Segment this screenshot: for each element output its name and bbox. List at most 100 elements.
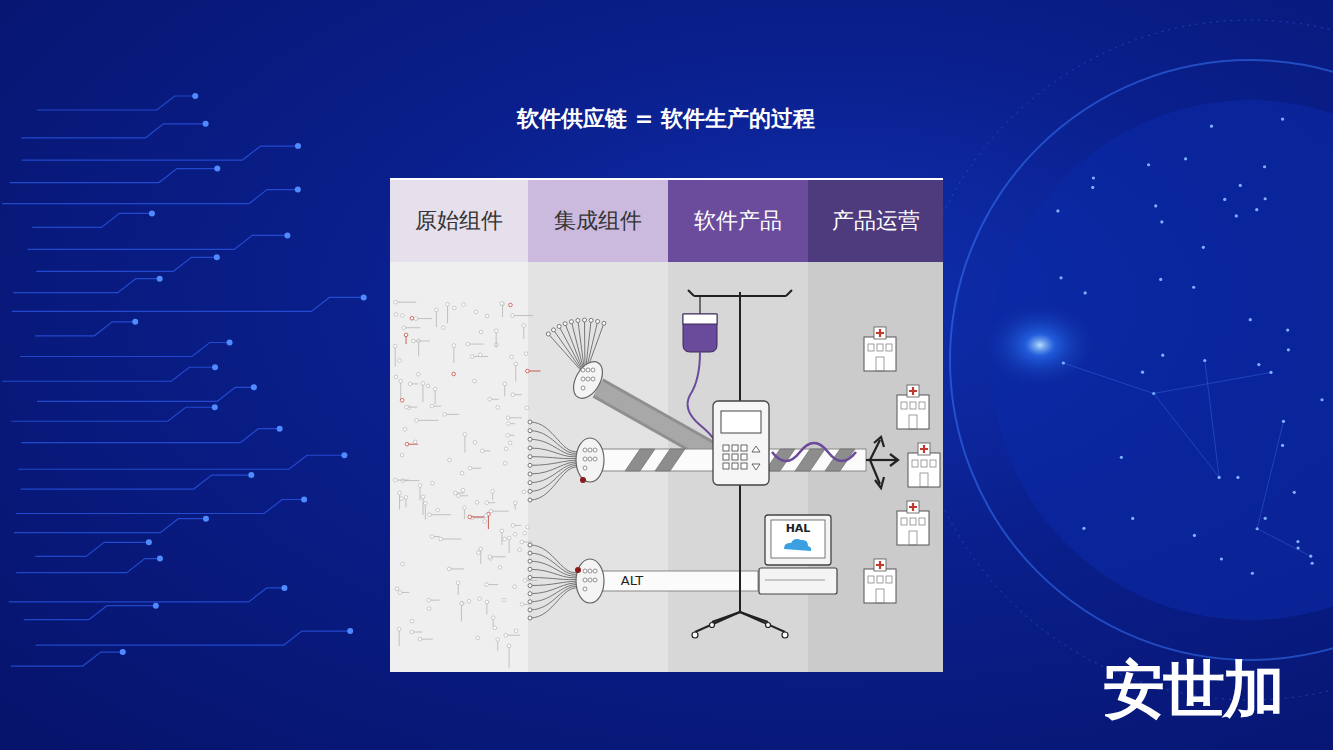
illustration-panel: [390, 262, 943, 672]
background-decoration: [1223, 198, 1226, 201]
background-decoration: [146, 539, 152, 545]
background-decoration: [18, 455, 344, 469]
illustration-panel: [528, 481, 532, 485]
illustration-panel: [506, 416, 510, 420]
illustration-panel: [449, 568, 464, 569]
illustration-panel: [866, 437, 898, 488]
illustration-panel: [468, 344, 484, 345]
illustration-panel: [462, 303, 466, 307]
illustration-panel: [771, 520, 825, 558]
illustration-panel: [530, 588, 582, 618]
illustration-panel: [509, 303, 513, 307]
background-decoration: [1297, 546, 1300, 549]
background-decoration: [1091, 186, 1094, 189]
illustration-panel: [712, 612, 740, 622]
illustration-panel: [920, 445, 928, 453]
illustration-panel: [591, 377, 595, 381]
illustration-panel: [625, 449, 655, 471]
illustration-panel: [528, 437, 532, 441]
illustration-panel: [530, 553, 582, 574]
illustration-panel: [426, 384, 430, 388]
illustration-panel: [401, 562, 405, 566]
illustration-panel: [921, 460, 927, 467]
illustration-panel: [588, 578, 592, 582]
illustration-panel: [530, 545, 582, 573]
background-decoration: [1264, 517, 1267, 520]
background-decoration: [1193, 534, 1196, 537]
background-decoration: [1257, 363, 1260, 366]
illustration-panel: [452, 372, 456, 376]
illustration-panel: [581, 377, 585, 381]
illustration-panel: [528, 472, 532, 476]
illustration-panel: [484, 514, 488, 518]
illustration-panel: [782, 632, 788, 638]
header-text: 集成组件: [554, 206, 642, 236]
illustration-panel: [420, 485, 421, 500]
illustration-panel: [460, 602, 464, 606]
background-decoration: [361, 294, 367, 300]
illustration-panel: [568, 357, 609, 603]
illustration-panel: [593, 578, 597, 582]
illustration-panel: [479, 547, 483, 551]
background-decoration: [214, 254, 220, 260]
illustration-panel: [741, 445, 747, 451]
illustration-panel: [485, 583, 489, 587]
illustration-panel: [511, 314, 515, 318]
illustration-panel: [400, 453, 404, 457]
illustration-panel: [910, 518, 916, 525]
illustration-panel: [414, 317, 418, 321]
illustration-panel: [513, 532, 517, 536]
illustration-panel: [930, 460, 936, 467]
illustration-panel: [596, 319, 600, 323]
illustration-panel: [400, 497, 404, 501]
illustration-panel: [688, 290, 792, 296]
illustration-panel: [602, 321, 606, 325]
illustration-panel: [741, 463, 747, 469]
illustration-panel: [395, 587, 399, 591]
illustration-panel: [507, 422, 511, 426]
background-decoration: [281, 585, 287, 591]
background-decoration: [1257, 529, 1311, 556]
background-decoration: [16, 559, 160, 573]
background-decoration: [24, 606, 156, 620]
illustration-panel: [397, 627, 401, 631]
background-decoration: [1161, 354, 1164, 357]
illustration-panel: [526, 369, 530, 373]
illustration-panel: [520, 540, 524, 544]
illustration-panel: [695, 612, 740, 632]
header-text: 软件产品: [694, 206, 782, 236]
illustration-panel: [576, 318, 580, 322]
illustration-panel: [411, 339, 415, 343]
illustration-panel: [431, 481, 435, 485]
background-decoration: [1205, 361, 1219, 478]
background-decoration: [153, 603, 159, 609]
illustration-panel: [498, 566, 502, 570]
illustration-panel: [485, 501, 489, 505]
illustration-panel: [589, 318, 593, 322]
illustration-panel: [453, 306, 457, 310]
background-decoration: [284, 232, 290, 238]
illustration-panel: [503, 462, 507, 466]
illustration-panel: [435, 308, 439, 312]
illustration-panel: [393, 300, 540, 667]
background-decoration: [11, 652, 123, 666]
illustration-panel: [500, 302, 504, 306]
background-decoration: [1202, 246, 1205, 249]
illustration-panel: [897, 395, 929, 429]
illustration-panel: [503, 537, 507, 541]
illustration-panel: [919, 402, 925, 409]
illustration-panel: [874, 327, 886, 339]
illustration-panel: [404, 327, 420, 328]
background-decoration: [157, 556, 163, 562]
illustration-panel: [401, 314, 405, 318]
illustration-panel: [919, 518, 925, 525]
illustration-panel: [583, 457, 587, 461]
illustration-panel: [511, 393, 515, 397]
illustration-panel: [496, 331, 497, 348]
background-decoration: [1264, 197, 1267, 200]
background-decoration: [212, 404, 218, 410]
background-decoration: [1287, 348, 1290, 351]
illustration-panel: [528, 592, 532, 596]
illustration-panel: [765, 580, 825, 581]
illustration-panel: [418, 484, 422, 488]
